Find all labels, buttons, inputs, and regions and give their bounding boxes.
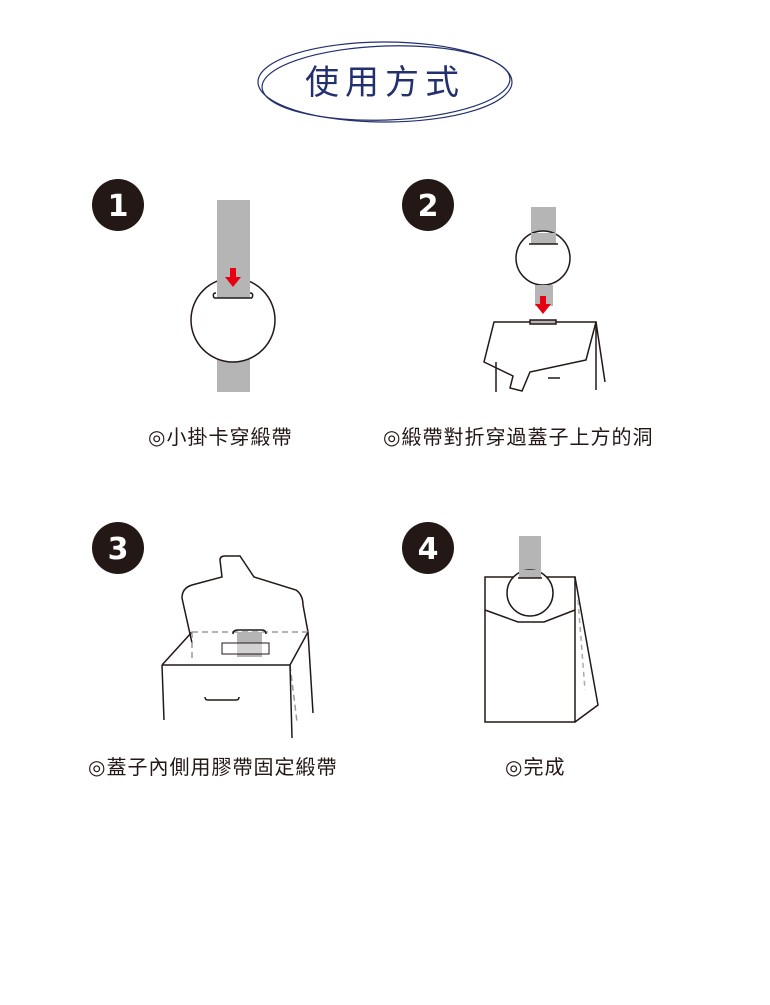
down-arrow-icon: [225, 268, 241, 287]
step-3-badge: 3: [92, 522, 144, 574]
down-arrow-icon: [535, 296, 551, 314]
title-ellipse: [257, 41, 513, 123]
svg-text:4: 4: [418, 532, 439, 567]
svg-text:2: 2: [418, 189, 439, 224]
svg-text:1: 1: [108, 189, 129, 224]
step-4-caption: ◎完成: [505, 755, 566, 779]
step-2-illustration: [483, 207, 606, 392]
page-title: 使用方式: [305, 63, 465, 103]
step-2-badge: 2: [402, 179, 454, 231]
step-1-badge: 1: [92, 179, 144, 231]
step-2-caption: ◎緞帶對折穿過蓋子上方的洞: [383, 425, 654, 449]
step-1-illustration: [190, 200, 276, 392]
step-1-caption: ◎小掛卡穿緞帶: [148, 425, 293, 449]
svg-text:3: 3: [108, 532, 129, 567]
step-3-caption: ◎蓋子內側用膠帶固定緞帶: [88, 755, 338, 779]
step-3-illustration: [161, 555, 314, 739]
step-4-badge: 4: [402, 522, 454, 574]
step-4-illustration: [484, 536, 599, 723]
